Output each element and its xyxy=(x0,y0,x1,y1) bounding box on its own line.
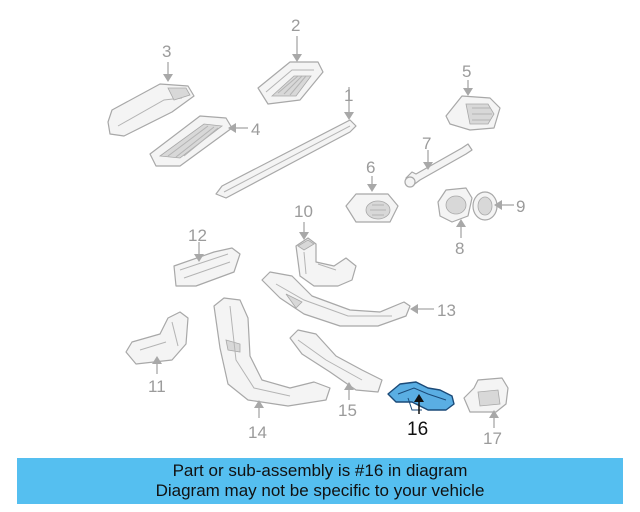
arrowhead-8 xyxy=(456,219,466,227)
part-16-highlighted[interactable] xyxy=(387,381,455,411)
part-13-floor-duct[interactable] xyxy=(261,271,411,327)
part-17-end-vent[interactable] xyxy=(463,377,509,413)
callout-4: 4 xyxy=(251,120,260,139)
callout-5: 5 xyxy=(462,62,471,81)
part-2-center-vent[interactable] xyxy=(257,61,324,105)
arrowhead-17 xyxy=(489,410,499,418)
callout-7: 7 xyxy=(422,134,431,153)
banner-line-2: Diagram may not be specific to your vehi… xyxy=(155,481,485,500)
arrowhead-12 xyxy=(194,254,204,262)
part-3-side-duct[interactable] xyxy=(107,83,195,137)
parts-diagram: 2 3 4 1 5 7 xyxy=(107,16,525,448)
part-5-corner-vent[interactable] xyxy=(445,95,501,131)
arrowhead-9 xyxy=(494,200,502,210)
part-1-defroster-strip[interactable] xyxy=(215,119,357,199)
callout-15: 15 xyxy=(338,401,357,420)
arrowhead-1 xyxy=(344,112,354,120)
part-12-bracket[interactable] xyxy=(173,247,241,287)
callout-14: 14 xyxy=(248,423,267,442)
callout-2: 2 xyxy=(291,16,300,35)
arrowhead-14 xyxy=(254,400,264,408)
part-10-upright-duct[interactable] xyxy=(295,237,357,287)
arrowhead-4 xyxy=(228,123,236,133)
arrowhead-16 xyxy=(414,394,424,402)
part-15-rear-duct[interactable] xyxy=(289,329,383,393)
arrowhead-6 xyxy=(367,184,377,192)
callout-16: 16 xyxy=(407,419,428,440)
part-4-grille-vent[interactable] xyxy=(149,115,233,167)
arrowhead-3 xyxy=(163,74,173,82)
callout-11: 11 xyxy=(148,377,166,396)
arrowhead-5 xyxy=(463,88,473,96)
callout-6: 6 xyxy=(366,158,375,177)
callout-8: 8 xyxy=(455,239,464,258)
arrowhead-13 xyxy=(410,304,418,314)
arrowhead-11 xyxy=(152,356,162,364)
part-14-main-duct[interactable] xyxy=(213,297,331,407)
info-banner: Part or sub-assembly is #16 in diagram D… xyxy=(17,458,623,504)
part-6-outlet[interactable] xyxy=(345,193,399,223)
part-8-round-vent[interactable] xyxy=(437,187,473,223)
arrowhead-2 xyxy=(292,54,302,62)
callout-17: 17 xyxy=(483,429,502,448)
arrowhead-7 xyxy=(423,162,433,170)
callout-9: 9 xyxy=(516,197,525,216)
callout-3: 3 xyxy=(162,42,171,61)
callout-12: 12 xyxy=(188,226,207,245)
callout-13: 13 xyxy=(437,301,456,320)
callout-1: 1 xyxy=(344,86,353,105)
part-7-rod[interactable] xyxy=(404,143,473,188)
part-9-ring[interactable] xyxy=(472,191,498,221)
callout-10: 10 xyxy=(294,202,313,221)
arrowhead-15 xyxy=(344,382,354,390)
banner-line-1: Part or sub-assembly is #16 in diagram xyxy=(172,461,468,480)
arrowhead-10 xyxy=(299,232,309,240)
